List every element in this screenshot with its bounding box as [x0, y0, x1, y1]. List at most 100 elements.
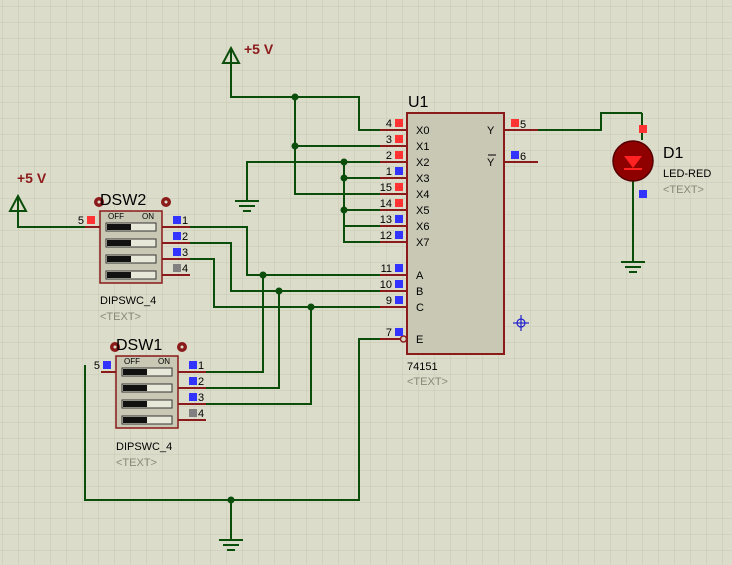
- toggle-slider[interactable]: [107, 272, 131, 278]
- pin-state-marker: [395, 231, 403, 239]
- junction-dot: [275, 287, 283, 295]
- pin-number: 12: [380, 230, 392, 242]
- u1-pin-x1[interactable]: 3X1: [380, 134, 429, 153]
- u1-pin-x2[interactable]: 2X2: [380, 150, 429, 169]
- dip-toggle-3[interactable]: [105, 254, 157, 264]
- toggle-slider[interactable]: [123, 369, 147, 375]
- ground-icon: [621, 259, 645, 273]
- dsw2-text: <TEXT>: [100, 311, 141, 323]
- pin-label: X6: [416, 221, 429, 233]
- pin-state-marker: [395, 135, 403, 143]
- pin-state-marker: [395, 167, 403, 175]
- dip-toggle-3[interactable]: [121, 399, 173, 409]
- dip-pin-2[interactable]: 2: [162, 231, 190, 244]
- toggle-slider[interactable]: [107, 224, 131, 230]
- wire-dsw2-2: [190, 242, 392, 292]
- u1-pin-x0[interactable]: 4X0: [380, 118, 429, 137]
- d1-part: LED-RED: [663, 168, 711, 180]
- dip-toggle-2[interactable]: [105, 238, 157, 248]
- d1-led[interactable]: [612, 113, 654, 198]
- pin-label: X1: [416, 141, 429, 153]
- u1-pin-a[interactable]: 11A: [380, 263, 424, 282]
- pin-state-marker: [189, 393, 197, 401]
- pin-number: 15: [380, 182, 392, 194]
- pin-state-marker: [511, 151, 519, 159]
- power-symbols: [8, 45, 645, 551]
- wire-dsw2-1: [190, 226, 392, 276]
- dsw1-part: DIPSWC_4: [116, 441, 172, 453]
- pin-number: 1: [198, 360, 204, 372]
- led-pin-high: [639, 125, 647, 133]
- dip-pin-3[interactable]: 3: [178, 392, 206, 405]
- dip-pin-1[interactable]: 1: [162, 215, 190, 228]
- wire-top-vcc: [230, 63, 392, 131]
- on-label: ON: [142, 212, 154, 221]
- u1-pin-c[interactable]: 9C: [380, 295, 424, 314]
- u1-pin-x3[interactable]: 1X3: [380, 166, 429, 185]
- pin-number: 6: [520, 151, 526, 163]
- u1-pin-e[interactable]: 7E: [380, 327, 423, 346]
- dip-toggle-2[interactable]: [121, 383, 173, 393]
- pin-number: 1: [182, 215, 188, 227]
- u1-pin-out-y-bar[interactable]: 6Y: [487, 151, 538, 169]
- wire-dsw2-3: [190, 258, 392, 308]
- wire-x7: [343, 226, 392, 243]
- u1-text: <TEXT>: [407, 376, 448, 388]
- pin-number: 3: [182, 247, 188, 259]
- vcc-left-label: +5 V: [17, 170, 47, 186]
- dsw2-ref: DSW2: [100, 192, 146, 209]
- pin-number: 2: [386, 150, 392, 162]
- dip-pin-4[interactable]: 4: [178, 408, 206, 421]
- pin-number: 7: [386, 327, 392, 339]
- u1-body[interactable]: [406, 112, 505, 355]
- pin-number: 4: [386, 118, 392, 130]
- pin-number: 2: [182, 231, 188, 243]
- crosshair-icon: [513, 315, 529, 331]
- pin-label: X4: [416, 189, 429, 201]
- dip-toggle-4[interactable]: [121, 415, 173, 425]
- pin-state-marker: [395, 264, 403, 272]
- pin-number: 3: [198, 392, 204, 404]
- dip-common-pin[interactable]: 5: [78, 215, 100, 228]
- vcc-top-label: +5 V: [244, 41, 274, 57]
- pin-state-marker: [395, 215, 403, 223]
- pin-state-marker: [87, 216, 95, 224]
- toggle-slider[interactable]: [123, 417, 147, 423]
- pin-state-marker: [173, 216, 181, 224]
- dip-toggle-1[interactable]: [121, 367, 173, 377]
- dip-pin-1[interactable]: 1: [178, 360, 206, 373]
- toggle-slider[interactable]: [107, 240, 131, 246]
- pin-number: 9: [386, 295, 392, 307]
- dip-pin-3[interactable]: 3: [162, 247, 190, 260]
- toggle-slider[interactable]: [107, 256, 131, 262]
- u1-pin-b[interactable]: 10B: [380, 279, 424, 298]
- dip-toggle-1[interactable]: [105, 222, 157, 232]
- u1-pin-out-y[interactable]: 5Y: [487, 119, 538, 137]
- pin-number: 1: [386, 166, 392, 178]
- toggle-slider[interactable]: [123, 385, 147, 391]
- dip-pin-2[interactable]: 2: [178, 376, 206, 389]
- dip-pin-4[interactable]: 4: [162, 263, 190, 276]
- pin-number: 10: [380, 279, 392, 291]
- dip-common-pin[interactable]: 5: [94, 360, 116, 373]
- pin-state-marker: [395, 280, 403, 288]
- pin-label: E: [416, 334, 423, 346]
- pin-state-marker: [103, 361, 111, 369]
- toggle-slider[interactable]: [123, 401, 147, 407]
- pin-state-marker: [173, 232, 181, 240]
- led-arrow-icon: [624, 156, 642, 168]
- wire-dsw1-2: [206, 291, 280, 389]
- wire-y-out: [510, 112, 642, 131]
- pin-state-marker: [395, 151, 403, 159]
- dip-toggle-4[interactable]: [105, 270, 157, 280]
- junction-dot: [291, 93, 299, 101]
